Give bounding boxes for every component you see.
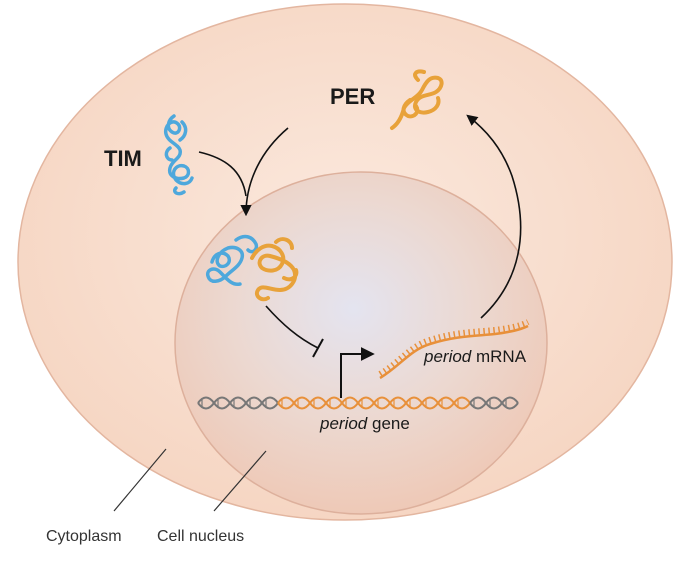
cell-nucleus	[174, 171, 548, 515]
cell-nucleus-label: Cell nucleus	[157, 528, 244, 545]
inhibition-line	[265, 305, 319, 349]
per-protein-icon	[390, 69, 444, 130]
mrna-to-per-arrow	[466, 114, 522, 319]
mrna-label-italic: period	[423, 347, 472, 366]
tim-protein-icon	[163, 114, 194, 196]
dna-double-helix-icon	[197, 396, 519, 410]
tim-label: TIM	[104, 146, 142, 171]
gene-label: period gene	[319, 414, 410, 433]
mrna-label: period mRNA	[423, 347, 527, 366]
per-to-complex-arrow	[240, 127, 289, 217]
per-tim-complex-icon	[205, 234, 299, 302]
tim-to-complex-arrow	[198, 151, 247, 197]
per-label: PER	[330, 84, 375, 109]
transcription-arrow	[340, 347, 375, 398]
gene-label-italic: period	[319, 414, 368, 433]
gene-label-rest: gene	[367, 414, 410, 433]
inhibition-bar	[312, 338, 324, 358]
cytoplasm-label: Cytoplasm	[46, 528, 122, 545]
mrna-label-rest: mRNA	[471, 347, 526, 366]
nucleus-callout-line	[213, 450, 267, 512]
cytoplasm-callout-line	[113, 448, 167, 512]
mrna-strand-icon	[378, 319, 530, 380]
